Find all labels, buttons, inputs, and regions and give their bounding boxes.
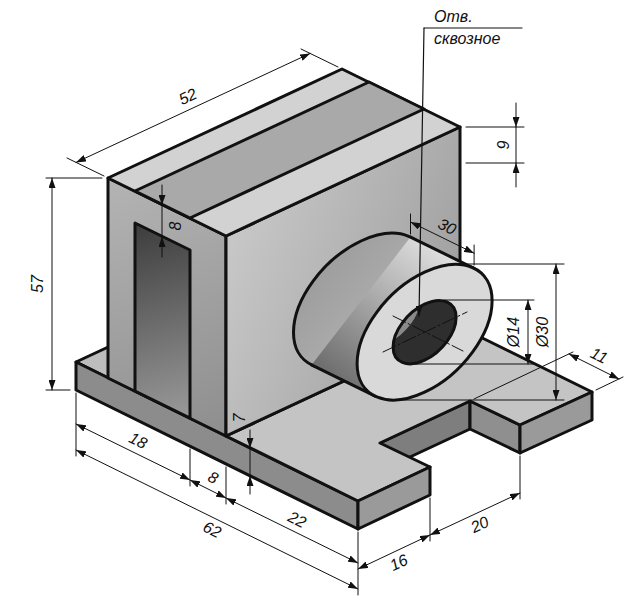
dimension-value: 8	[205, 469, 220, 487]
boss-front-face	[357, 241, 492, 424]
extension-line	[466, 127, 524, 128]
dimension-value: 62	[200, 519, 223, 541]
dimension-value: 16	[388, 552, 411, 574]
dimension-line	[250, 476, 251, 494]
body-top-face	[108, 69, 460, 236]
extension-line	[46, 390, 70, 391]
dimension-line	[516, 103, 517, 127]
extension-line	[67, 158, 104, 176]
tab-front-face	[358, 467, 430, 529]
centre-line	[383, 312, 467, 352]
dimension-line	[250, 448, 251, 476]
dimension-line	[52, 178, 53, 390]
dimension-line	[162, 237, 163, 257]
dimension-line	[556, 264, 557, 400]
dimension-value: 57	[30, 275, 46, 293]
dimension-line	[516, 127, 517, 163]
extension-line	[46, 178, 102, 179]
extension-line	[410, 214, 411, 234]
top-groove	[135, 82, 424, 218]
dimension-value: 9	[496, 141, 512, 150]
extension-line	[466, 163, 524, 164]
dimension-line	[76, 424, 190, 480]
dimension-line	[516, 163, 517, 187]
centre-line	[393, 316, 463, 351]
dimension-value: Ø14	[506, 317, 522, 347]
dimension-value: 20	[469, 514, 492, 536]
extension-line	[460, 264, 564, 265]
hole-note: Отв. сквозное	[428, 6, 524, 50]
dimension-value: 22	[285, 509, 308, 531]
dimension-value: Ø30	[535, 317, 551, 347]
extension-line	[444, 300, 534, 301]
tab-front-face	[520, 392, 592, 453]
dimension-value: 11	[588, 345, 610, 367]
extension-line	[414, 364, 534, 365]
dimension-value: 18	[126, 430, 149, 452]
dimension-line	[76, 53, 310, 162]
dimension-line	[162, 205, 163, 237]
dimension-value: 52	[177, 86, 200, 108]
extension-line	[301, 49, 338, 67]
extension-line	[398, 400, 564, 401]
dimension-value: 30	[435, 216, 458, 238]
channel-cavity	[135, 223, 190, 418]
dimension-line	[528, 300, 529, 364]
extension-line	[474, 245, 475, 265]
leader-shelf	[424, 27, 522, 28]
dimension-line	[162, 185, 163, 205]
extension-line	[358, 532, 359, 595]
extension-line	[474, 352, 573, 399]
leader-line	[419, 28, 424, 316]
dimension-line	[250, 430, 251, 448]
dimension-value: 8	[168, 222, 184, 231]
dimension-line	[226, 498, 358, 563]
dimension-value: 7	[232, 414, 248, 423]
dimension-line	[76, 450, 358, 589]
